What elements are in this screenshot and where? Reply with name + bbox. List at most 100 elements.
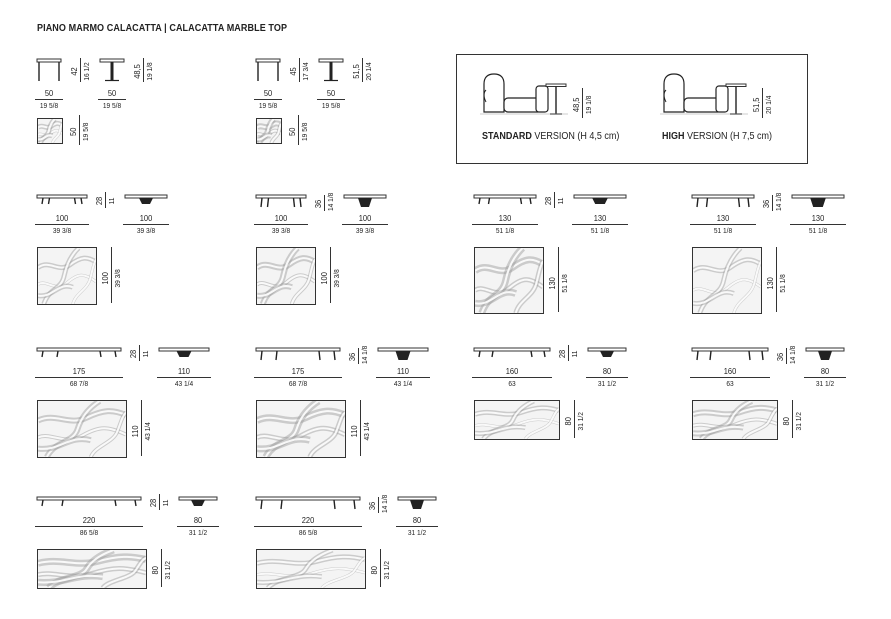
coffee-table-1-depth-line (111, 247, 112, 303)
coffee-table-7-height-in: 11 (570, 350, 579, 358)
table-top-slab (36, 347, 122, 352)
marble-vein (734, 261, 761, 313)
coffee-table-4-depth-elev-in: 51 1/8 (808, 226, 828, 235)
side-table-high-pedestal-elevation (318, 58, 344, 82)
sofa-backrest (663, 73, 685, 113)
coffee-table-9-height-cm: 28 (148, 498, 158, 508)
coffee-table-1-front-elevation (124, 194, 168, 204)
coffee-table-3-width-in: 51 1/8 (495, 226, 515, 235)
side-table-high-depth-in: 19 5/8 (300, 122, 309, 141)
side-table-low-height-in: 16 1/2 (82, 62, 91, 81)
coffee-table-10-depth-elev-cm: 80 (412, 515, 422, 525)
marble-vein (257, 258, 315, 268)
coffee-table-10-depth-elev-in: 31 1/2 (407, 528, 427, 537)
marble-vein (73, 259, 96, 304)
coffee-table-9-height-line (159, 494, 160, 510)
coffee-table-9-depth-line (161, 549, 162, 587)
coffee-table-9-depth-elev-in: 31 1/2 (188, 528, 208, 537)
marble-vein (257, 557, 365, 563)
coffee-table-5-depth-elev-cm: 110 (178, 366, 190, 376)
coffee-table-1-side-elevation (36, 194, 88, 205)
coffee-table-5-height-cm: 28 (128, 349, 138, 359)
coffee-table-8-depth-elev-line (804, 377, 846, 378)
table-top-slab (691, 347, 769, 352)
table-pedestal (358, 198, 372, 207)
coffee-table-9-top-view-veins (38, 550, 146, 588)
table-top-slab (255, 58, 281, 63)
marble-vein (257, 135, 271, 139)
coffee-table-7-top-view-veins (475, 401, 559, 439)
table-leg (705, 197, 709, 208)
coffee-table-3-depth-line (558, 247, 559, 312)
coffee-table-2-depth-line (330, 247, 331, 303)
coffee-table-9-width-cm: 220 (82, 515, 96, 525)
marble-vein (38, 557, 146, 563)
coffee-table-8-height-cm: 36 (775, 352, 785, 362)
side-table-high-depth-line (298, 115, 299, 145)
table-leg (696, 197, 699, 208)
coffee-table-5-width-cm: 175 (72, 366, 86, 376)
table-top-slab (545, 83, 567, 87)
table-pedestal (395, 351, 411, 360)
coffee-table-1-depth-cm: 100 (100, 272, 110, 285)
marble-vein (91, 412, 126, 457)
marble-vein (516, 261, 543, 313)
coffee-table-4-width-line (690, 224, 756, 225)
coffee-table-2-top-view (256, 247, 316, 305)
marble-vein (475, 427, 525, 434)
coffee-table-4-depth-line (776, 247, 777, 312)
coffee-table-6-front-elevation (377, 347, 429, 360)
marble-vein (38, 286, 73, 296)
coffee-table-9-front-elevation (178, 496, 218, 506)
coffee-table-2-depth-in: 39 3/8 (332, 269, 341, 288)
side-table-low-height-b-line (143, 58, 144, 82)
coffee-table-3-height-in: 11 (556, 197, 565, 205)
table-top-slab (36, 58, 62, 63)
coffee-table-8-depth-cm: 80 (781, 417, 791, 426)
coffee-table-1-depth-in: 39 3/8 (113, 269, 122, 288)
side-table-low-width-b-cm: 50 (107, 88, 117, 98)
coffee-table-1-top-view-veins (38, 248, 96, 304)
table-pedestal (139, 198, 153, 204)
table-leg (748, 350, 751, 361)
sofa-backrest (483, 73, 505, 113)
coffee-table-8-depth-elev-cm: 80 (820, 366, 830, 376)
table-top-slab (158, 347, 210, 352)
standard-version-label-rest: VERSION (H 4,5 cm) (531, 131, 620, 142)
coffee-table-2-depth-cm: 100 (319, 272, 329, 285)
coffee-table-6-depth-cm: 110 (349, 425, 359, 438)
coffee-table-6-depth-elev-cm: 110 (397, 366, 409, 376)
standard-version-height-in: 19 1/8 (584, 95, 593, 114)
side-table-low-width-in: 19 5/8 (39, 101, 59, 110)
high-version-label: HIGH VERSION (H 7,5 cm) (662, 131, 772, 142)
marble-vein (257, 428, 345, 439)
coffee-table-2-depth-elev-in: 39 3/8 (355, 226, 375, 235)
coffee-table-5-top-view (37, 400, 127, 458)
coffee-table-4-depth-cm: 130 (765, 277, 775, 290)
coffee-table-6-width-cm: 175 (291, 366, 305, 376)
marble-vein (257, 439, 310, 449)
marble-vein (475, 419, 559, 427)
coffee-table-10-depth-elev-line (396, 526, 438, 527)
coffee-table-9-width-in: 86 5/8 (79, 528, 99, 537)
coffee-table-8-depth-elev-in: 31 1/2 (815, 379, 835, 388)
coffee-table-5-depth-cm: 110 (130, 425, 140, 438)
marble-vein (257, 286, 292, 296)
table-pedestal (176, 351, 192, 357)
marble-vein (38, 439, 91, 449)
coffee-table-8-height-in: 14 1/8 (788, 345, 797, 364)
table-top-slab (473, 194, 537, 199)
coffee-table-9-top-view (37, 549, 147, 589)
table-leg (737, 197, 741, 208)
marble-vein (38, 576, 103, 583)
standard-version-sofa-drawing (480, 73, 568, 115)
marble-vein (271, 124, 281, 143)
table-pedestal (329, 62, 333, 81)
table-leg (41, 499, 44, 507)
table-leg (99, 350, 102, 358)
marble-vein (743, 409, 777, 439)
coffee-table-8-top-view (692, 400, 778, 440)
marble-vein (38, 428, 126, 439)
side-table-low-width-line (35, 99, 63, 100)
high-version-label-rest: VERSION (H 7,5 cm) (684, 131, 773, 142)
